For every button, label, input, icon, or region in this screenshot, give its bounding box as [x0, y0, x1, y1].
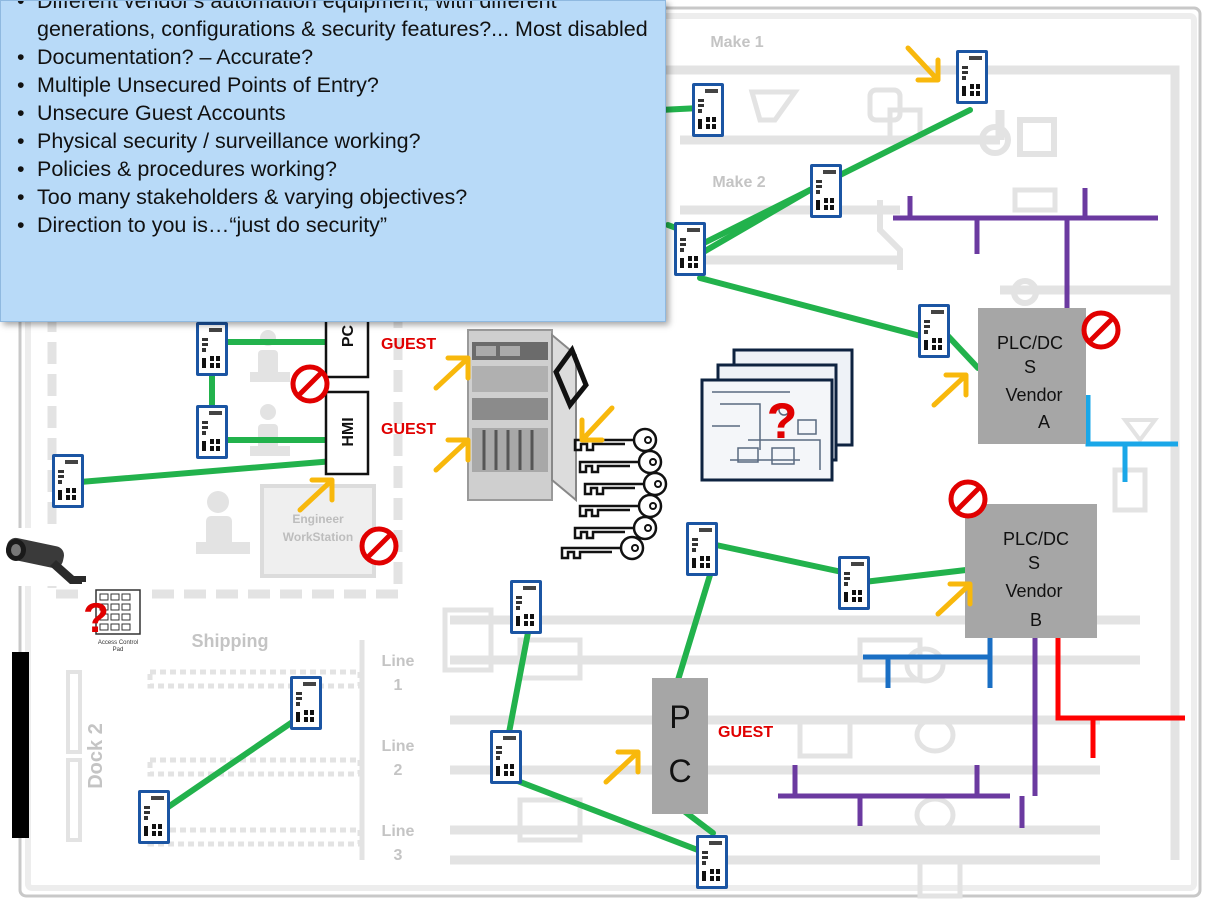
access-question-mark: ?: [83, 594, 109, 641]
plc-a-line-2: S: [1024, 357, 1036, 377]
keys-icon: [560, 427, 668, 561]
documentation-question-mark: ?: [767, 393, 798, 449]
dock-door: [12, 652, 29, 838]
access-pad-caption-2: Pad: [113, 647, 124, 653]
issue-item: Documentation? – Accurate?: [17, 43, 651, 71]
network-links: [77, 105, 981, 855]
issue-item: Too many stakeholders & varying objectiv…: [17, 183, 651, 211]
guest-label-1: GUEST: [381, 336, 436, 353]
make-2-label: Make 2: [712, 174, 765, 191]
issue-item: Multiple Unsecured Points of Entry?: [17, 71, 651, 99]
plc-a-line-4: A: [1038, 412, 1050, 432]
dock-2-label: Dock 2: [85, 723, 107, 789]
plc-b-line-3: Vendor: [1005, 581, 1062, 601]
line-pc: P C: [652, 678, 708, 814]
access-pad-caption-1: Access Control: [98, 640, 138, 646]
line-2-label-a: Line: [382, 738, 415, 755]
issue-item: Policies & procedures working?: [17, 155, 651, 183]
issue-item: Physical security / surveillance working…: [17, 127, 651, 155]
hmi-label: HMI: [340, 417, 357, 446]
guest-label-2: GUEST: [381, 421, 436, 438]
plc-vendor-a: PLC/DC S Vendor A: [978, 308, 1086, 444]
make-1-label: Make 1: [710, 34, 763, 51]
server-rack-icon: [467, 329, 589, 503]
engineer-label-a: Engineer: [292, 512, 344, 526]
line-2-label-b: 2: [394, 762, 403, 779]
shipping-label: Shipping: [192, 631, 269, 651]
security-camera-icon: [0, 528, 90, 586]
engineer-label-b: WorkStation: [283, 530, 353, 544]
pc-label: PC: [340, 324, 357, 347]
line-pc-label-1: P: [669, 699, 690, 735]
plc-a-line-1: PLC/DC: [997, 333, 1063, 353]
issues-list: Different vendor's automation equipment,…: [15, 1, 651, 239]
documents-icon: ?: [700, 348, 854, 482]
area-labels: Make 1 Make 2 Shipping Dock 2 Line 1 Lin…: [85, 34, 766, 864]
line-pc-label-2: C: [668, 753, 691, 789]
issue-item: Different vendor's automation equipment,…: [17, 1, 651, 43]
guest-labels: GUEST GUEST GUEST: [381, 336, 773, 741]
issue-item: Direction to you is…“just do security”: [17, 211, 651, 239]
guest-label-3: GUEST: [718, 724, 773, 741]
plc-vendor-b: PLC/DC S Vendor B: [965, 504, 1097, 638]
issue-item: Unsecure Guest Accounts: [17, 99, 651, 127]
cyan-bus-lines: [1085, 395, 1178, 482]
line-3-label-a: Line: [382, 823, 415, 840]
plc-a-line-3: Vendor: [1005, 385, 1062, 405]
plc-b-line-4: B: [1030, 610, 1042, 630]
issues-callout: Different vendor's automation equipment,…: [0, 0, 666, 322]
line-1-label-b: 1: [394, 677, 403, 694]
line-1-label-a: Line: [382, 653, 415, 670]
plc-b-line-2: S: [1028, 553, 1040, 573]
purple-bus-lines: [778, 188, 1158, 828]
access-control-pad-icon: Access Control Pad ?: [82, 582, 150, 653]
line-3-label-b: 3: [394, 847, 403, 864]
plc-b-line-1: PLC/DC: [1003, 529, 1069, 549]
workstation-figures: [196, 330, 290, 554]
